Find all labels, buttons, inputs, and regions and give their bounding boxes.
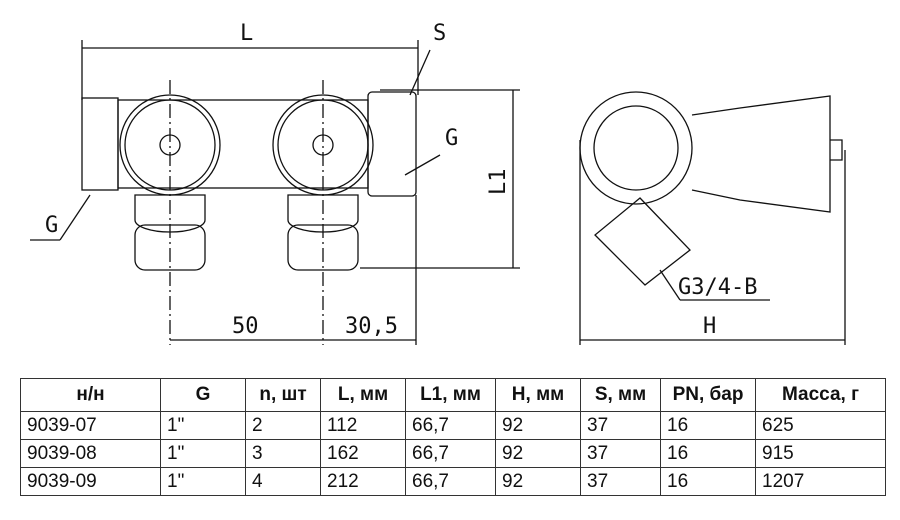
col-header: L, мм bbox=[320, 378, 406, 412]
cell: 37 bbox=[580, 439, 661, 468]
cell: 1" bbox=[160, 439, 246, 468]
cell: 66,7 bbox=[405, 467, 496, 496]
cell: 16 bbox=[660, 467, 756, 496]
dim-S-label: S bbox=[433, 21, 446, 46]
cell: 16 bbox=[660, 411, 756, 440]
cell: 37 bbox=[580, 411, 661, 440]
side-view bbox=[579, 91, 846, 345]
dim-L-label: L bbox=[240, 21, 253, 46]
cell: 162 bbox=[320, 439, 406, 468]
cell: 9039-08 bbox=[20, 439, 161, 468]
cell: 9039-07 bbox=[20, 411, 161, 440]
col-header: S, мм bbox=[580, 378, 661, 412]
cell: 1" bbox=[160, 467, 246, 496]
specs-table: н/н G n, шт L, мм L1, мм H, мм S, мм PN,… bbox=[20, 378, 886, 496]
cell: 4 bbox=[245, 467, 321, 496]
dim-G-right-label: G bbox=[445, 126, 458, 151]
table-header-row: н/н G n, шт L, мм L1, мм H, мм S, мм PN,… bbox=[20, 378, 886, 412]
col-header: L1, мм bbox=[405, 378, 496, 412]
col-header: G bbox=[160, 378, 246, 412]
cell: 1207 bbox=[755, 467, 886, 496]
cell: 625 bbox=[755, 411, 886, 440]
dim-pitch-label: 50 bbox=[232, 314, 259, 339]
dim-G-left-label: G bbox=[45, 213, 58, 238]
cell: 2 bbox=[245, 411, 321, 440]
col-header: H, мм bbox=[495, 378, 581, 412]
dim-outlet-label: G3/4-B bbox=[678, 275, 757, 300]
cell: 92 bbox=[495, 439, 581, 468]
cell: 212 bbox=[320, 467, 406, 496]
col-header: н/н bbox=[20, 378, 161, 412]
cell: 92 bbox=[495, 411, 581, 440]
cell: 112 bbox=[320, 411, 406, 440]
cell: 66,7 bbox=[405, 439, 496, 468]
cell: 66,7 bbox=[405, 411, 496, 440]
dim-H-label: H bbox=[703, 314, 716, 339]
front-view bbox=[30, 40, 520, 345]
cell: 92 bbox=[495, 467, 581, 496]
dim-L1-label: L1 bbox=[486, 169, 511, 196]
cell: 915 bbox=[755, 439, 886, 468]
dim-offset-label: 30,5 bbox=[345, 314, 398, 339]
manifold-drawing: L S G G L1 50 30,5 G3/4-B H bbox=[30, 21, 846, 345]
cell: 37 bbox=[580, 467, 661, 496]
cell: 3 bbox=[245, 439, 321, 468]
cell: 1" bbox=[160, 411, 246, 440]
cell: 16 bbox=[660, 439, 756, 468]
col-header: Масса, г bbox=[755, 378, 886, 412]
col-header: PN, бар bbox=[660, 378, 756, 412]
cell: 9039-09 bbox=[20, 467, 161, 496]
col-header: n, шт bbox=[245, 378, 321, 412]
